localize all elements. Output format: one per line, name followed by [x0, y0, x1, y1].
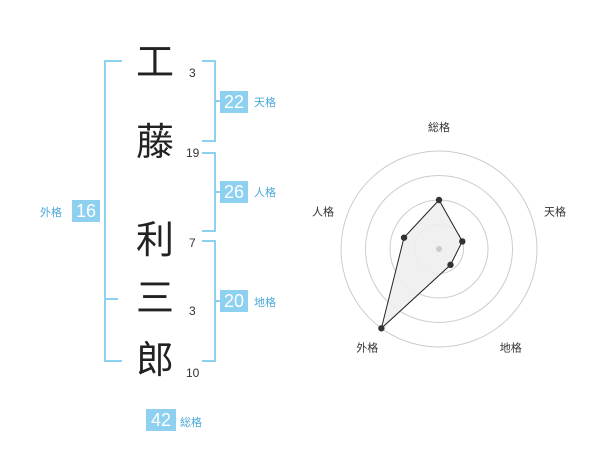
- soukaku-badge: 42: [146, 409, 176, 431]
- stroke-count-1: 3: [189, 66, 196, 80]
- radar-grid-ring: [365, 175, 513, 323]
- chikaku-label: 地格: [254, 296, 276, 309]
- radar-axis-label-4: 外格: [356, 341, 378, 355]
- jinkaku-connector: [214, 191, 222, 193]
- tenkaku-connector: [214, 100, 222, 102]
- tenkaku-label: 天格: [254, 96, 276, 109]
- radar-point-1: [435, 196, 443, 204]
- chikaku-connector: [214, 300, 222, 302]
- soukaku-label: 総格: [180, 416, 202, 429]
- name-char-2: 藤: [135, 120, 174, 164]
- name-char-3: 利: [135, 218, 174, 262]
- radar-point-4: [378, 325, 385, 332]
- gaikaku-bracket: [104, 60, 122, 362]
- jinkaku-badge: 26: [220, 181, 248, 203]
- radar-grid-ring: [340, 150, 538, 348]
- chikaku-badge: 20: [220, 290, 248, 312]
- name-char-4: 三: [135, 276, 174, 320]
- radar-series-area: [380, 199, 463, 330]
- stroke-count-4: 3: [189, 304, 196, 318]
- radar-axis-label-1: 総格: [428, 120, 450, 134]
- radar-point-2: [459, 238, 466, 245]
- stroke-count-2: 19: [186, 146, 200, 160]
- radar-point-5: [400, 234, 408, 241]
- stroke-count-3: 7: [189, 236, 196, 250]
- gaikaku-label: 外格: [40, 206, 62, 219]
- radar-axis-label-5: 人格: [312, 204, 334, 218]
- radar-center-dot: [436, 246, 442, 252]
- gaikaku-badge: 16: [72, 200, 100, 222]
- name-char-1: 工: [135, 40, 174, 84]
- radar-point-3: [447, 261, 454, 269]
- tenkaku-badge: 22: [220, 91, 248, 113]
- stroke-count-5: 10: [186, 366, 200, 380]
- radar-axis-label-3: 地格: [500, 341, 522, 355]
- jinkaku-label: 人格: [254, 186, 276, 199]
- gaikaku-bracket-mid-tick: [104, 298, 118, 300]
- name-char-5: 郎: [135, 338, 174, 382]
- radar-axis-label-2: 天格: [544, 204, 566, 218]
